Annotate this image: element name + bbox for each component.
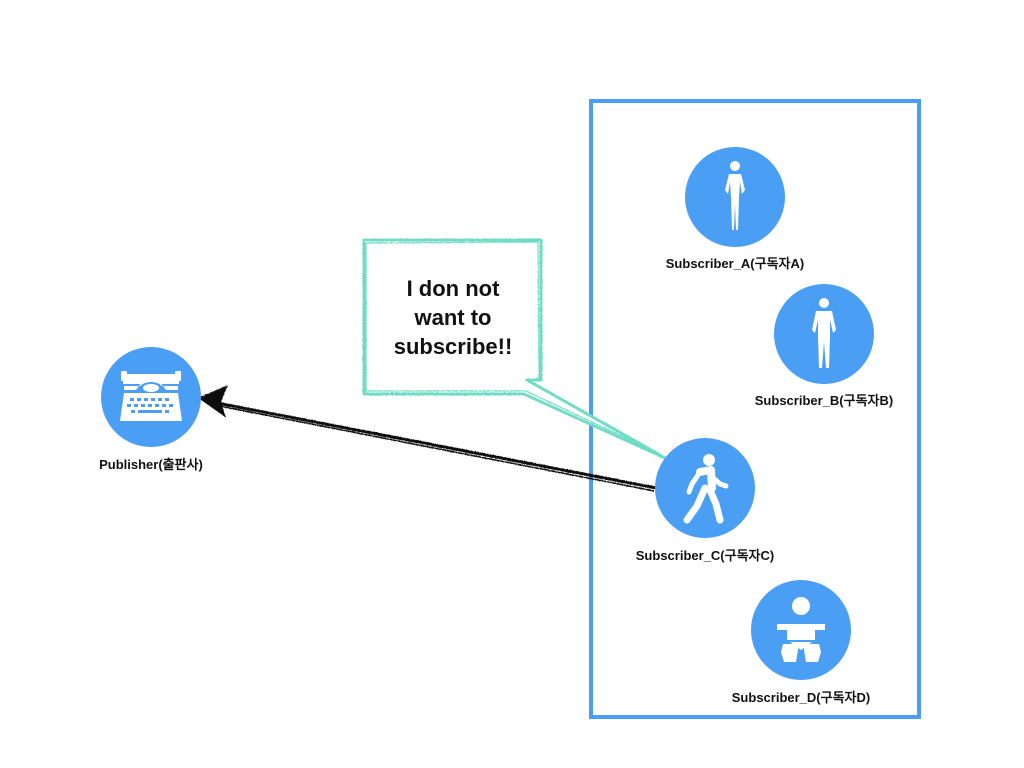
standing-man-icon [812, 298, 836, 368]
speech-line-1: I don not [406, 276, 500, 301]
speech-bubble [362, 238, 667, 460]
baby-icon [777, 597, 825, 662]
arrowhead [197, 385, 228, 418]
subscriber-group-frame [589, 99, 921, 719]
subscriber-d-label: Subscriber_D(구독자D) [731, 690, 871, 705]
speech-line-3: subscribe!! [393, 334, 513, 359]
subscriber-a-node[interactable] [685, 147, 785, 247]
publisher-label: Publisher(출판사) [99, 457, 203, 472]
unsubscribe-arrow [197, 385, 657, 492]
walking-person-icon [683, 454, 729, 524]
subscriber-a-label: Subscriber_A(구독자A) [665, 256, 805, 271]
subscriber-c-node[interactable] [655, 438, 755, 538]
speech-bubble-text: I don not want to subscribe!! [368, 274, 538, 361]
typewriter-icon [120, 371, 182, 421]
standing-woman-icon [725, 161, 745, 230]
subscriber-b-label: Subscriber_B(구독자B) [754, 393, 894, 408]
speech-line-2: want to [414, 305, 492, 330]
subscriber-d-node[interactable] [751, 580, 851, 680]
subscriber-c-label: Subscriber_C(구독자C) [635, 548, 775, 563]
subscriber-b-node[interactable] [774, 284, 874, 384]
publisher-node[interactable] [101, 347, 201, 447]
